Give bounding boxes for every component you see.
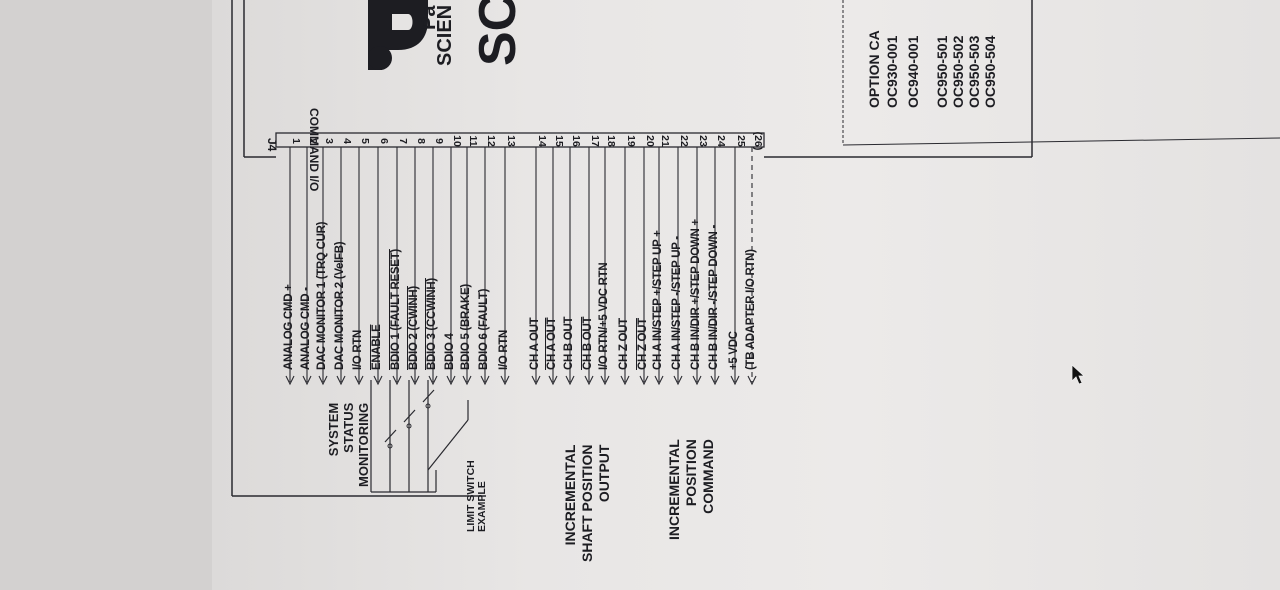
wire-arrow (548, 375, 558, 386)
wiring-lines (231, 0, 1280, 497)
wire-arrow (639, 375, 649, 386)
wire-arrow (462, 375, 472, 386)
wire-arrow (428, 375, 438, 386)
option-cable-item: OC950-504 (982, 35, 998, 108)
wire-arrow (392, 375, 402, 386)
company-logo-icon (368, 0, 428, 70)
wire-arrow (730, 375, 740, 386)
option-cables-title: OPTION CA (866, 30, 882, 108)
wire-arrow (710, 375, 720, 386)
wire-arrow (600, 375, 610, 386)
wire-arrow (480, 375, 490, 386)
option-cable-item: OC940-001 (905, 35, 921, 108)
wire-arrow (747, 375, 757, 386)
wire-arrow (410, 375, 420, 386)
wire-arrow (285, 375, 295, 386)
wire-arrow (373, 375, 383, 386)
wire-arrow (531, 375, 541, 386)
wire-arrow (620, 375, 630, 386)
wire-arrow (354, 375, 364, 386)
logo-brand-bottom: SCIEN (434, 4, 456, 66)
wire-arrow (446, 375, 456, 386)
wire-arrow (654, 375, 664, 386)
wire-arrow (692, 375, 702, 386)
option-cable-item: OC930-001 (884, 35, 900, 108)
wire-arrow (565, 375, 575, 386)
wire-arrow (673, 375, 683, 386)
option-cable-item: OC950-501 (934, 35, 950, 108)
wire-arrow (302, 375, 312, 386)
model-title: SC (469, 0, 527, 66)
option-cable-item: OC950-503 (966, 35, 982, 108)
wire-arrow (584, 375, 594, 386)
mouse-cursor-icon (1071, 364, 1086, 385)
option-cable-item: OC950-502 (950, 35, 966, 108)
wire-arrow (336, 375, 346, 386)
wire-arrow (500, 375, 510, 386)
wire-arrow (318, 375, 328, 386)
